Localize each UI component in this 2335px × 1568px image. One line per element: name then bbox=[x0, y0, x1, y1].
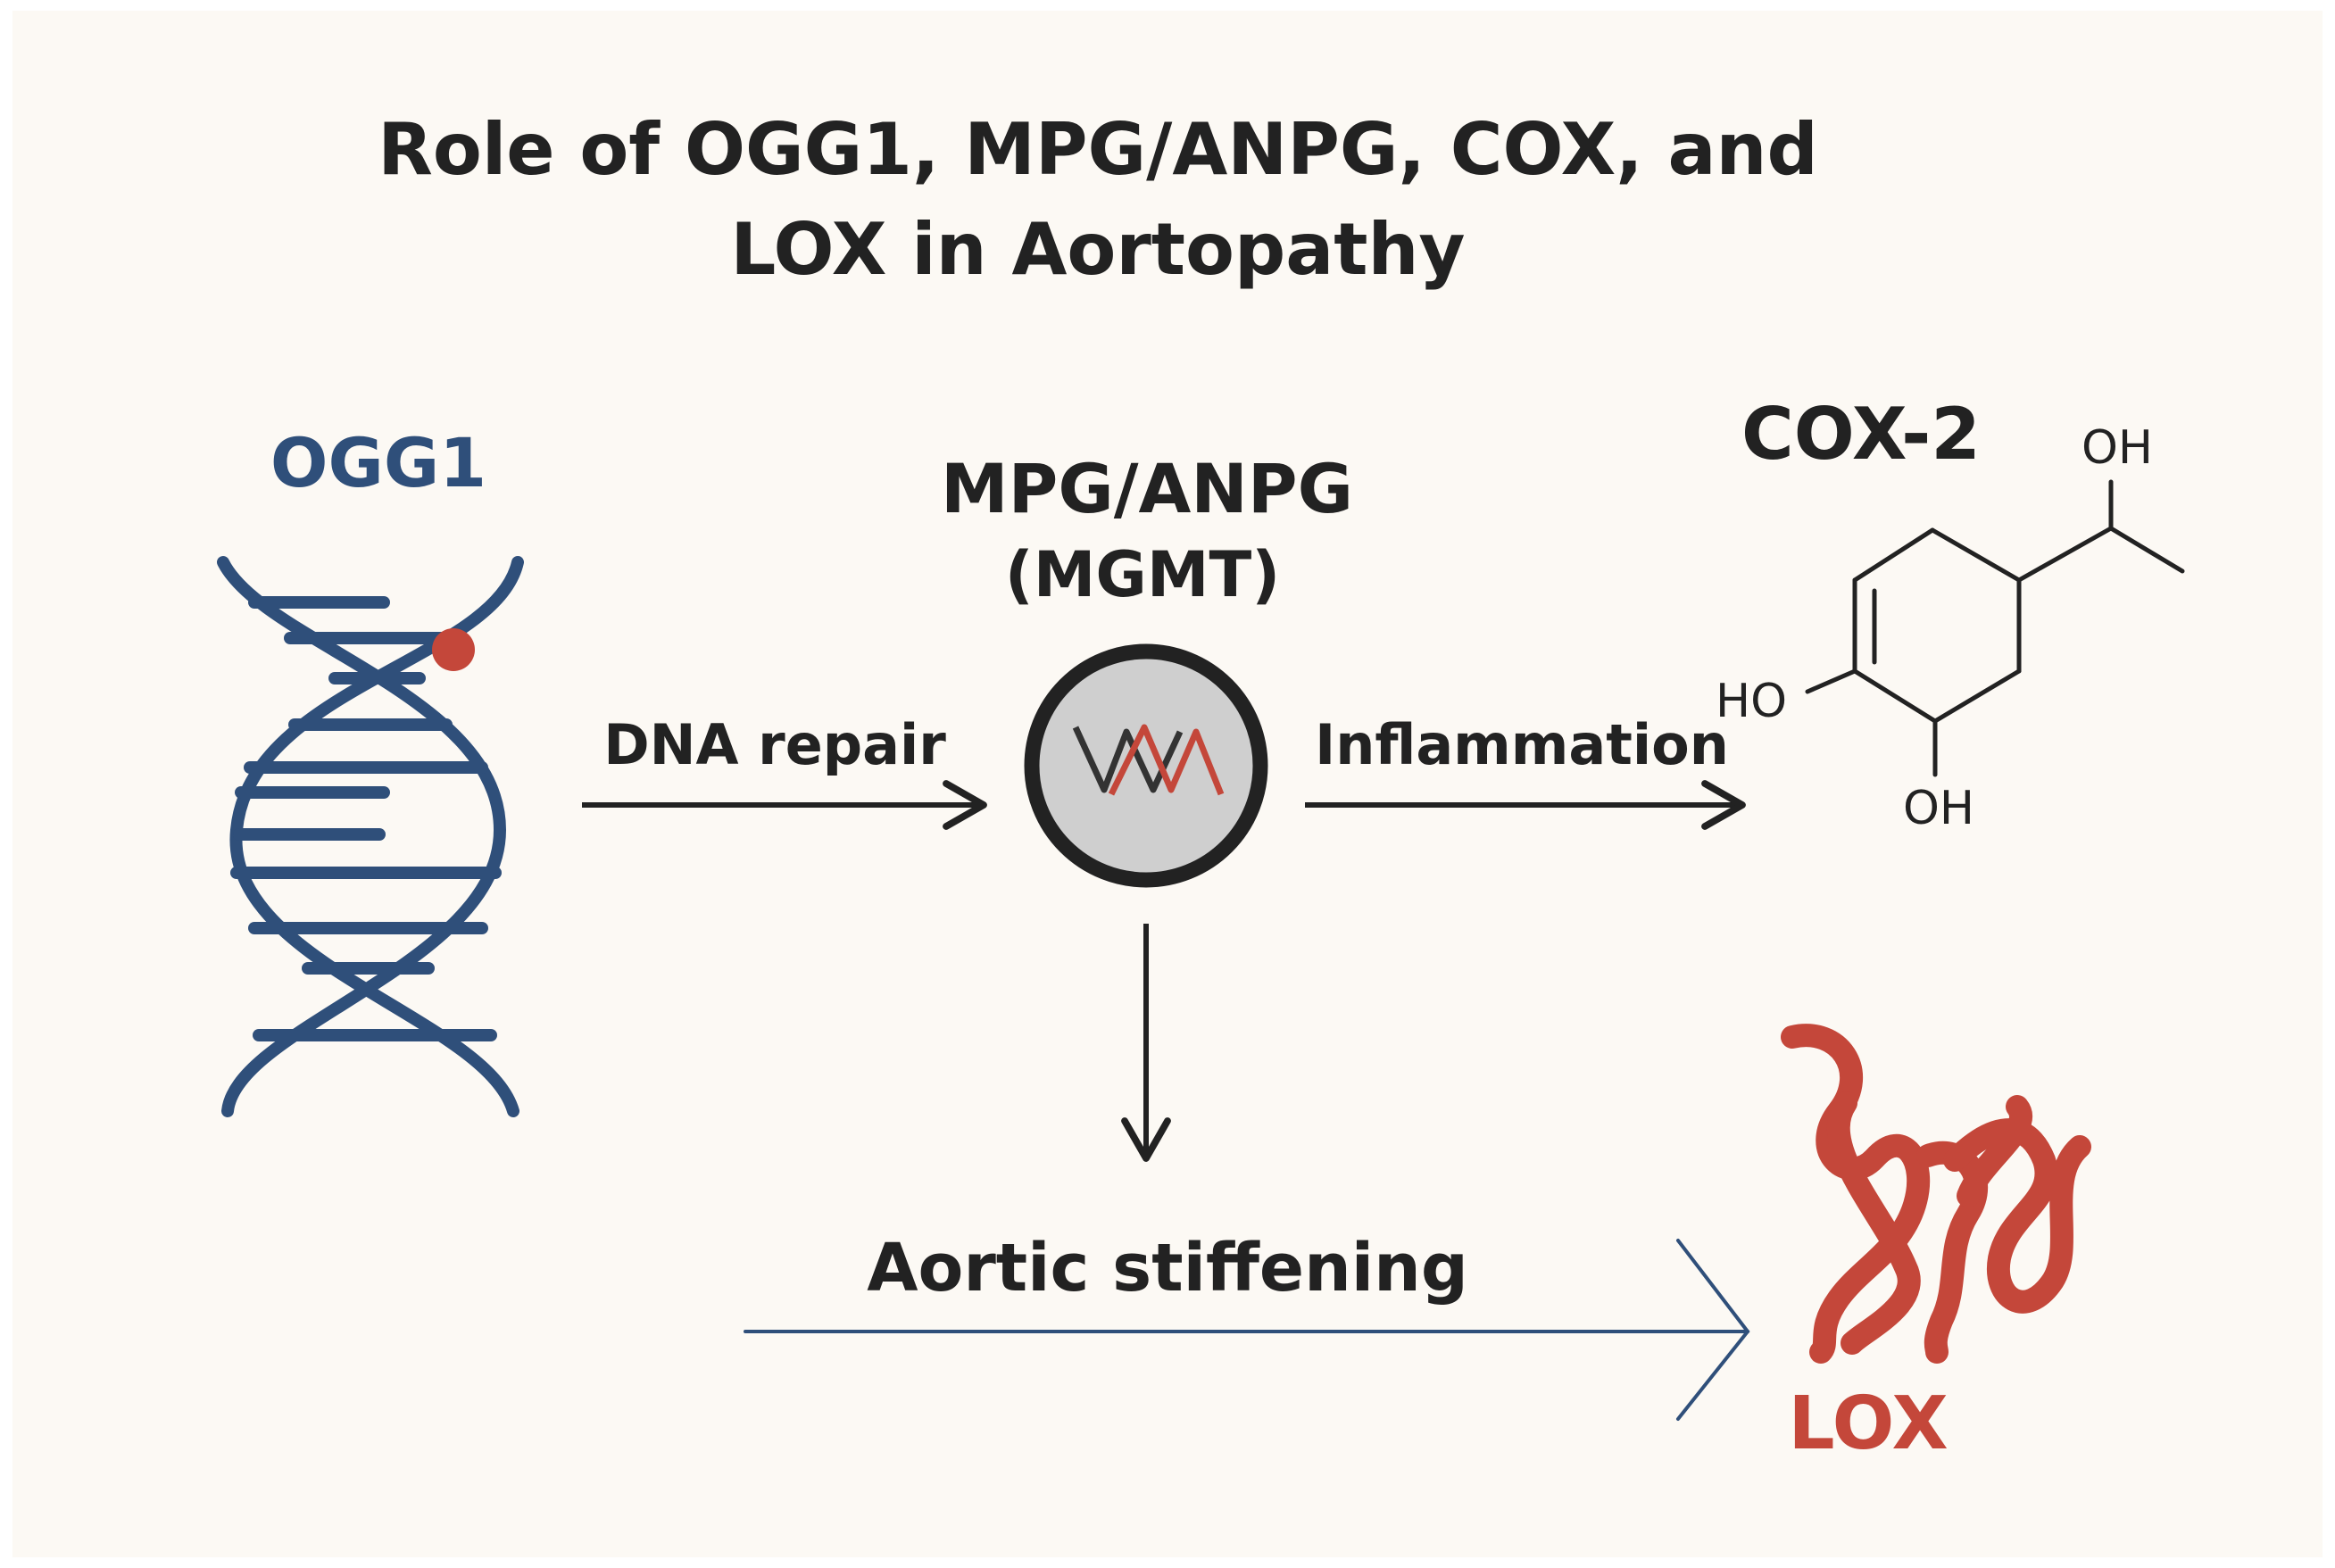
cox2-label: COX-2 bbox=[1741, 393, 1981, 476]
aortic-stiffening-arrow bbox=[744, 1239, 1750, 1421]
ogg1-label: OGG1 bbox=[270, 423, 487, 502]
dna-helix-icon bbox=[217, 556, 524, 1117]
mpg-label: MPG/ANPG bbox=[941, 449, 1353, 528]
oh-bottom-label: OH bbox=[1903, 782, 1975, 835]
lesion-marker-icon bbox=[432, 628, 475, 671]
mpg-enzyme-icon bbox=[1024, 643, 1268, 888]
cox2-molecule-icon bbox=[1805, 479, 2185, 777]
inflammation-label: Inflammation bbox=[1315, 712, 1729, 777]
mgmt-label: (MGMT) bbox=[1004, 538, 1281, 611]
aortic-stiffening-label: Aortic stiffening bbox=[867, 1230, 1468, 1307]
lox-label: LOX bbox=[1788, 1381, 1949, 1466]
diagram-title: Role of OGG1, MPG/ANPG, COX, and LOX in … bbox=[378, 108, 1818, 291]
ho-left-label: HO bbox=[1716, 675, 1788, 728]
dna-repair-label: DNA repair bbox=[603, 712, 946, 777]
oh-top-label: OH bbox=[2082, 421, 2154, 475]
lox-protein-icon bbox=[1781, 1024, 2091, 1364]
